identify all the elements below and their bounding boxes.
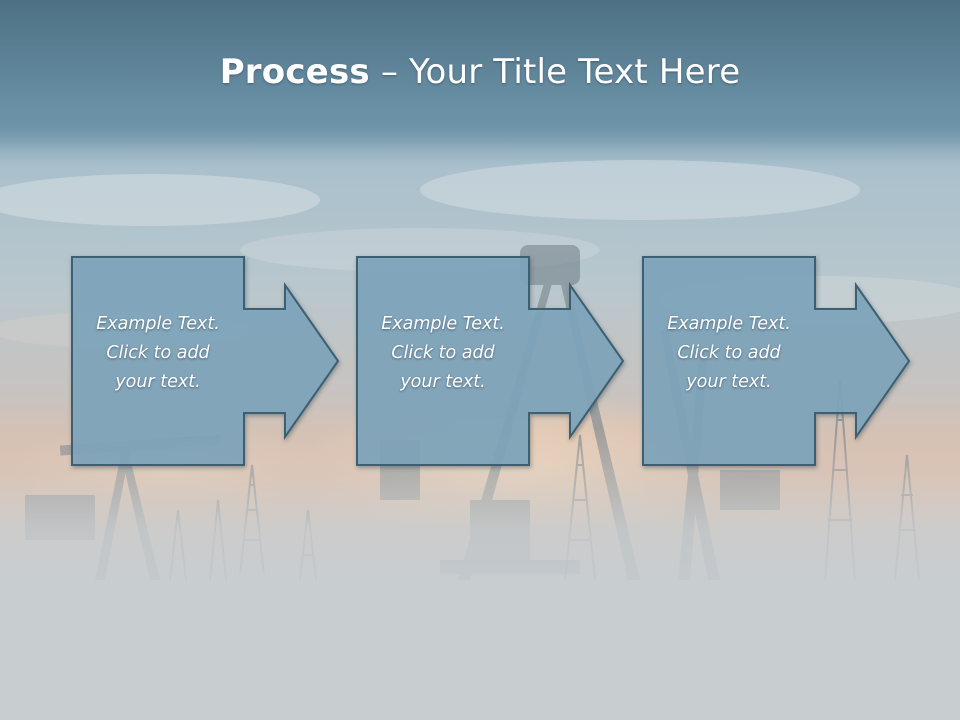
title-rest: – Your Title Text Here	[369, 52, 741, 92]
title-band	[0, 0, 960, 150]
process-step-1-shape[interactable]	[71, 256, 340, 466]
title-bold: Process	[219, 52, 370, 92]
process-step-3-text[interactable]: Example Text. Click to add your text.	[667, 314, 791, 392]
process-step-2-shape[interactable]	[356, 256, 625, 466]
slide-title[interactable]: Process – Your Title Text Here	[0, 52, 960, 92]
process-step-2-text[interactable]: Example Text. Click to add your text.	[381, 314, 505, 392]
process-step-1-text[interactable]: Example Text. Click to add your text.	[96, 314, 220, 392]
process-step-3-shape[interactable]	[642, 256, 911, 466]
